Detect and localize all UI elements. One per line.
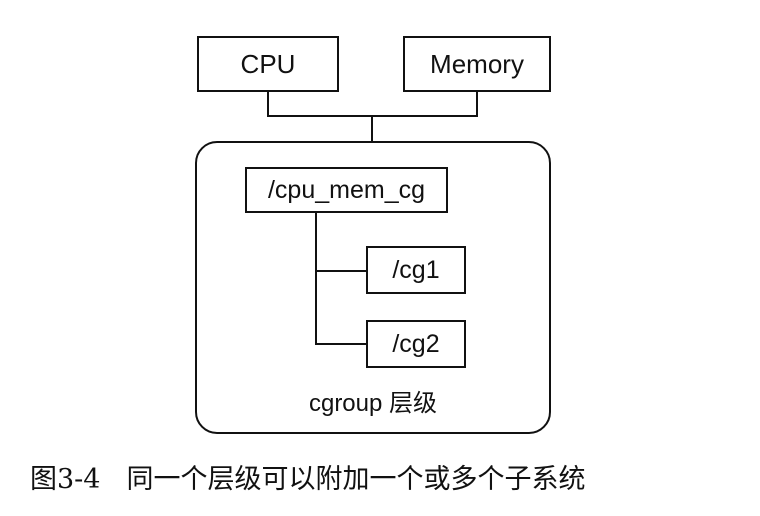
child-cgroup-1-box: /cg1 [366,246,466,294]
cpu-connector [267,92,372,117]
memory-subsystem-box: Memory [403,36,551,92]
figure-number: 图3-4 [30,464,101,495]
figure-caption: 图3-4 同一个层级可以附加一个或多个子系统 [30,466,585,493]
child-cgroup-1-label: /cg1 [392,255,440,284]
memory-connector [372,92,478,117]
root-cgroup-box: /cpu_mem_cg [245,167,448,213]
cpu-subsystem-box: CPU [197,36,339,92]
hierarchy-label: cgroup 层级 [308,390,438,417]
cgroup-hierarchy-frame [195,141,551,434]
figure-caption-text: 同一个层级可以附加一个或多个子系统 [126,464,586,495]
child-cgroup-2-box: /cg2 [366,320,466,368]
child-cgroup-2-label: /cg2 [392,329,440,358]
memory-subsystem-label: Memory [430,49,524,79]
root-cgroup-label: /cpu_mem_cg [267,175,426,204]
cg2-connector [315,271,366,345]
cpu-subsystem-label: CPU [240,49,296,79]
